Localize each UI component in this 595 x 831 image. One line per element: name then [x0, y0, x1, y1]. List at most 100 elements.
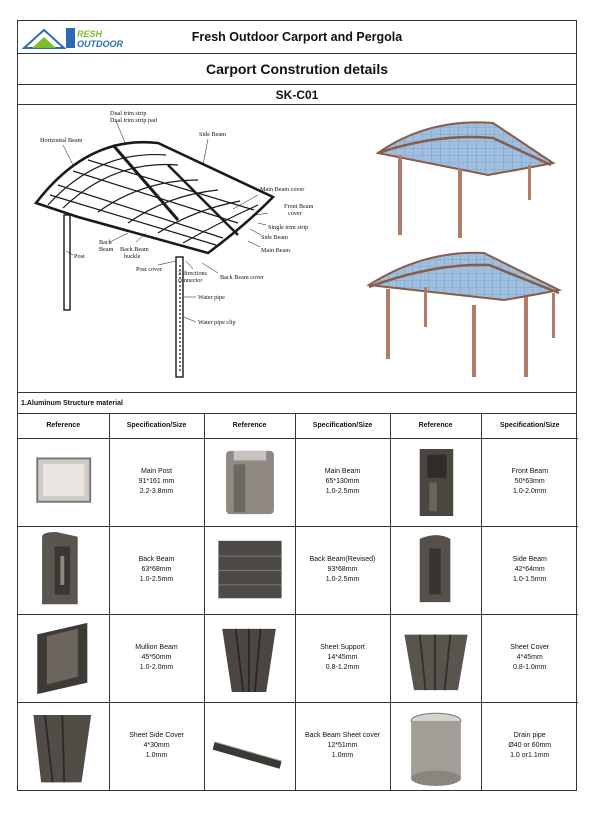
main-post-profile-photo	[18, 437, 110, 527]
section-title: 1.Aluminum Structure material	[18, 393, 576, 414]
spec-size: 93*68mm	[327, 566, 358, 573]
side-beam-profile-photo	[389, 525, 482, 615]
label-back-beam-cover: Back Beam cover	[220, 274, 264, 281]
svg-text:RESH: RESH	[77, 29, 103, 39]
front-beam-profile-icon	[419, 448, 453, 516]
spec-cell: Main Beam 65*130mm 1.0-2.5mm	[294, 437, 391, 527]
label-buckle: buckle	[124, 253, 141, 260]
label-post: Post	[74, 253, 85, 260]
col-header-reference: Reference	[203, 414, 296, 439]
back-beam-revised-profile-photo	[203, 525, 296, 615]
spec-sheet: RESH OUTDOOR Fresh Outdoor Carport and P…	[17, 20, 578, 791]
col-header-specification: Specification/Size	[294, 414, 391, 439]
label-front-beam: Front Beam	[284, 203, 314, 210]
spec-thickness: 0.8-1.2mm	[325, 664, 360, 671]
spec-name: Back Beam	[138, 556, 175, 563]
label-main-beam: Main Beam	[261, 247, 290, 254]
spec-thickness: 1.0-2.0mm	[139, 664, 174, 671]
spec-thickness: 1.0 or1.1mm	[510, 752, 550, 760]
label-post-cover: Post cover	[136, 266, 162, 273]
spec-name: Back Beam Sheet cover	[304, 732, 381, 740]
single-carport-render	[375, 121, 556, 238]
col-header-reference: Reference	[389, 414, 482, 439]
spec-size: 14*45mm	[327, 654, 358, 661]
spec-cell: Sheet Support 14*45mm 0.8-1.2mm	[294, 613, 391, 703]
back-beam-sheet-cover-profile-icon	[212, 741, 282, 769]
spec-size: Ø40 or 60mm	[508, 742, 552, 750]
label-back-beam-2: Beam	[99, 246, 114, 253]
construction-diagram: Dual trim strip Dual trim strip pad Hori…	[18, 105, 576, 393]
label-side-beam: Side Beam	[261, 234, 288, 241]
label-side-beam-top: Side Beam	[199, 131, 226, 138]
spec-size: 91*161 mm	[138, 478, 175, 485]
spec-size: 63*68mm	[141, 566, 172, 573]
spec-name: Sheet Support	[320, 644, 365, 651]
sheet-cover-profile-icon	[403, 633, 468, 690]
label-water-pipe-clip: Water pipe clip	[198, 319, 236, 326]
main-beam-profile-icon	[225, 450, 274, 514]
sheet-side-cover-profile-icon	[33, 714, 92, 782]
label-main-beam-cover: Main Beam cover	[260, 186, 304, 193]
label-horizontal-beam: Horizontal Beam	[40, 137, 83, 144]
spec-thickness: 1.0-2.5mm	[325, 488, 360, 495]
back-beam-profile-photo	[18, 525, 110, 615]
label-3-directions: 3 directions	[178, 270, 208, 277]
drain-pipe-profile-photo	[389, 701, 482, 790]
label-water-pipe: Water pipe	[198, 294, 225, 301]
back-beam-profile-icon	[42, 531, 78, 604]
spec-name: Main Beam	[324, 468, 361, 475]
mullion-beam-profile-photo	[18, 613, 110, 703]
drain-pipe-profile-icon	[410, 712, 461, 786]
spec-thickness: 1.0-1.5mm	[513, 576, 547, 583]
double-carport-render	[366, 251, 563, 377]
spec-name: Mullion Beam	[135, 644, 178, 651]
back-beam-sheet-cover-profile-photo	[203, 701, 296, 790]
sheet-support-profile-icon	[221, 628, 276, 692]
side-beam-profile-icon	[419, 534, 450, 602]
col-header-reference: Reference	[18, 414, 110, 439]
label-dual-trim-strip-pad: Dual trim strip pad	[110, 117, 158, 124]
model-code: SK-C01	[18, 85, 576, 105]
spec-thickness: 1.0mm	[331, 752, 354, 760]
sheet-side-cover-profile-photo	[18, 701, 110, 790]
spec-name: Main Post	[140, 468, 173, 475]
spec-size: 4*30mm	[143, 742, 170, 750]
spec-thickness: 2.2-3.8mm	[139, 488, 174, 495]
header-row: RESH OUTDOOR Fresh Outdoor Carport and P…	[18, 21, 576, 54]
spec-table-row: Main Post 91*161 mm 2.2-3.8mm Main Beam 65*1…	[18, 437, 578, 527]
spec-thickness: 1.0-2.5mm	[139, 576, 174, 583]
label-back-beam-buckle: Back Beam	[120, 246, 149, 253]
document-title: Carport Constrution details	[18, 54, 576, 85]
spec-name: Front Beam	[511, 468, 549, 475]
label-back-beam: Back	[99, 239, 113, 246]
spec-name: Drain pipe	[513, 732, 546, 740]
col-header-specification: Specification/Size	[480, 414, 578, 439]
fresh-outdoor-logo: RESH OUTDOOR	[22, 28, 123, 49]
spec-name: Sheet Side Cover	[129, 732, 184, 740]
svg-text:OUTDOOR: OUTDOOR	[77, 39, 123, 49]
spec-thickness: 1.0-2.5mm	[325, 576, 360, 583]
spec-thickness: 0.8-1.0mm	[513, 664, 547, 671]
front-beam-profile-photo	[389, 437, 482, 527]
spec-size: 65*130mm	[325, 478, 360, 485]
col-header-specification: Specification/Size	[108, 414, 205, 439]
main-post-profile-icon	[36, 456, 92, 503]
main-beam-profile-photo	[203, 437, 296, 527]
label-single-trim-strip: Single trim strip	[268, 224, 308, 231]
company-name: Fresh Outdoor Carport and Pergola	[191, 30, 403, 44]
label-connector: connector	[178, 277, 202, 284]
spec-size: 50*63mm	[514, 478, 545, 485]
spec-size: 42*64mm	[514, 566, 545, 573]
label-dual-trim-strip: Dual trim strip	[110, 110, 146, 117]
mullion-beam-profile-icon	[37, 622, 88, 694]
